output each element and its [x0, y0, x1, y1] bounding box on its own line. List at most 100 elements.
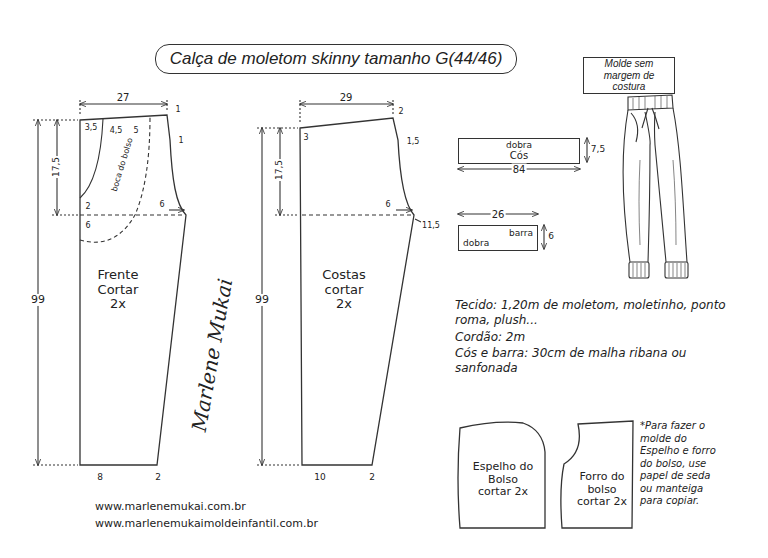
extension-line: [79, 100, 80, 116]
cuff: [665, 262, 688, 278]
jogger-illustration: [623, 95, 688, 278]
leader-line: [415, 219, 421, 222]
fold-line: [639, 160, 676, 245]
dimension-label: 99: [254, 294, 270, 306]
node-text: Molde sem margem de costura: [588, 58, 670, 93]
pocket-lining-piece: Forro do bolso cortar 2x: [556, 418, 636, 532]
dimension-label: 11,5: [421, 222, 441, 231]
dimension-label: 27: [116, 92, 131, 103]
gather-lines: [633, 96, 667, 109]
dimension-label: 10: [313, 473, 326, 483]
node-text: cortar 2x: [315, 283, 373, 313]
piece-outline-path: [561, 421, 633, 528]
node-text: dobra: [463, 140, 575, 150]
dimension-label: 7,5: [590, 145, 606, 155]
pocket-label: boca do bolso: [110, 136, 135, 194]
material-note: Cordão: 2m: [455, 330, 730, 345]
dimension-label: 1,5: [406, 138, 421, 147]
rib-lines: [633, 263, 685, 277]
back-pattern-piece: Costascortar 2x: [296, 110, 418, 470]
node-text: Cortar 2x: [89, 283, 147, 313]
pocket-facing-piece: Espelho do Bolso cortar 2x: [455, 418, 547, 532]
back-details: [257, 100, 421, 465]
pocket-opening: [80, 119, 103, 198]
node-content: FrenteCortar 2x: [89, 268, 147, 313]
material-note: Tecido: 1,20m de moletom, moletinho, pon…: [455, 298, 730, 328]
dimension-label: 29: [339, 92, 354, 103]
crotch-seam: [645, 112, 655, 145]
note-box: Molde sem margem de costura: [583, 57, 675, 94]
piece-outline-path: [80, 115, 186, 465]
node-text: Forro do bolso cortar 2x: [573, 471, 631, 509]
extension-line: [257, 127, 298, 128]
dimension-line: [300, 103, 393, 104]
node-content: Costascortar 2x: [315, 268, 373, 313]
extension-line: [33, 119, 78, 120]
node-content: barradobra: [459, 226, 537, 250]
pocket-line: [631, 113, 638, 142]
front-details: [33, 100, 184, 465]
leg-outline: [673, 108, 687, 262]
dimension-line: [586, 138, 587, 162]
dimension-label: 3: [302, 134, 309, 143]
extension-line: [392, 100, 393, 114]
dimension-label: 99: [30, 294, 46, 306]
front-pattern-piece: FrenteCortar 2x: [78, 110, 190, 470]
website-url: www.marlenemukaimoldeinfantil.com.br: [95, 517, 395, 531]
pocket-bag-line: [80, 117, 150, 242]
dimension-label: 3,5: [84, 124, 99, 133]
node-text: Cós: [463, 150, 575, 162]
dimension-label: 2: [368, 473, 376, 483]
extension-line: [275, 214, 298, 215]
hip-line: [80, 214, 184, 215]
node-content: Forro do bolso cortar 2x: [573, 471, 631, 509]
piece-outline-path: [458, 422, 545, 528]
extension-line: [166, 100, 167, 112]
node-text: dobra: [463, 238, 533, 248]
dimension-label: 84: [512, 164, 527, 175]
node-text: Costas: [315, 268, 373, 283]
dimension-line: [543, 225, 544, 249]
dimension-label: 4,5: [109, 127, 124, 136]
dimension-label: 8: [96, 473, 104, 483]
leg-outline: [655, 145, 666, 262]
waistband-piece: dobraCós: [458, 138, 580, 164]
extension-line: [257, 464, 300, 465]
dimension-line: [37, 120, 38, 465]
node-text: Frente: [89, 268, 147, 283]
instruction-note: *Para fazer o molde do Espelho e forro d…: [640, 420, 726, 508]
dimension-label: 2: [397, 108, 404, 117]
node-content: Molde sem margem de costura: [584, 58, 674, 93]
dimension-label: 6: [384, 201, 391, 210]
dimension-label: 26: [491, 209, 506, 220]
dimension-label: 1: [174, 106, 181, 115]
extension-line: [33, 464, 78, 465]
website-url: www.marlenemukai.com.br: [95, 500, 395, 514]
leg-outline: [623, 110, 630, 262]
extension-line: [299, 100, 300, 124]
diagram-title: Calça de moletom skinny tamanho G(44/46): [155, 44, 518, 74]
dimension-label: 6: [547, 232, 555, 242]
piece-outline-path: [300, 118, 414, 465]
dimension-label: 5: [132, 127, 139, 136]
extension-line: [52, 214, 78, 215]
hip-line: [302, 214, 412, 215]
cuff-piece: barradobra: [458, 225, 538, 251]
dimension-label: 6: [158, 201, 165, 210]
node-text: barra: [463, 228, 533, 238]
node-content: Espelho do Bolso cortar 2x: [471, 461, 535, 499]
dimension-label: 6: [84, 222, 91, 231]
cuff: [629, 262, 649, 278]
dimension-label: 17,5: [52, 156, 62, 178]
node-text: Espelho do Bolso cortar 2x: [471, 461, 535, 499]
drawstring: [642, 108, 659, 129]
leg-outline: [648, 145, 650, 262]
dimension-label: 2: [84, 203, 91, 212]
node-content: dobraCós: [459, 139, 579, 163]
dimension-label: 17,5: [275, 159, 285, 181]
material-note: Cós e barra: 30cm de malha ribana ou san…: [455, 346, 730, 376]
dimension-line: [80, 103, 167, 104]
dimension-label: 1: [177, 137, 184, 146]
signature: Marlene Mukai: [188, 276, 237, 435]
